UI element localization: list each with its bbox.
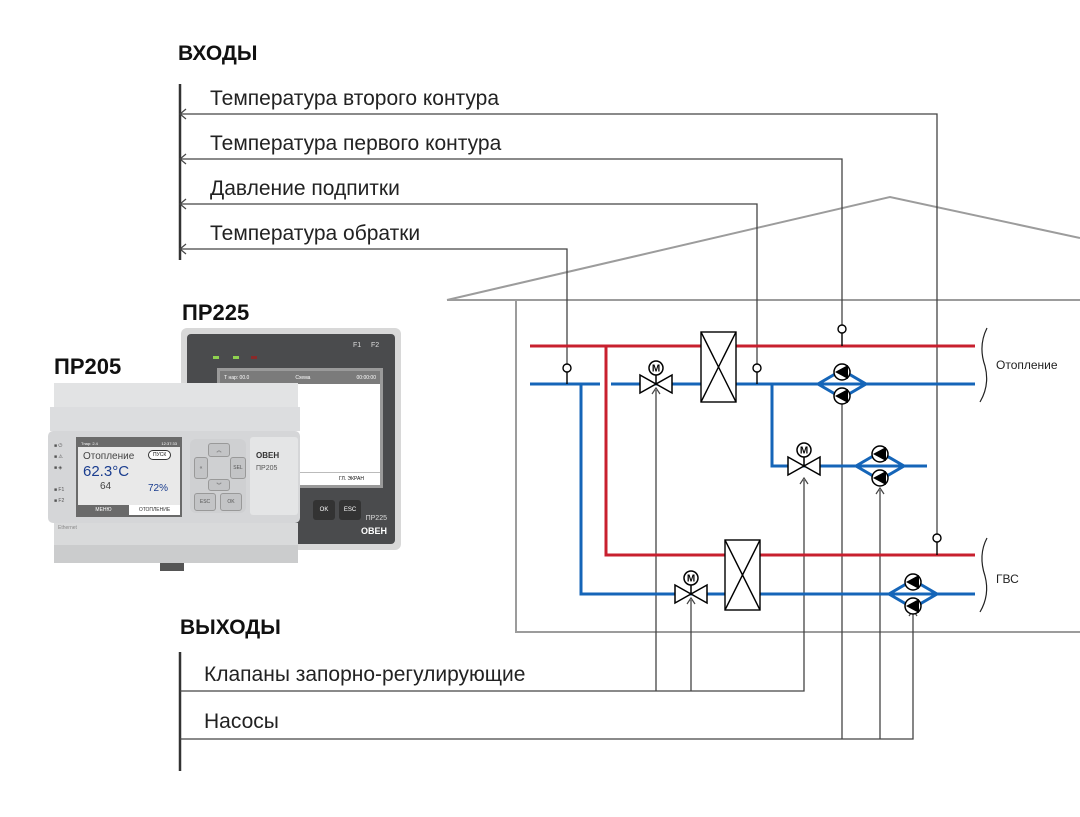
pr225-ok-button[interactable]: OK [313, 500, 335, 520]
terminal-strip-top [54, 383, 298, 408]
outputs-heading: ВЫХОДЫ [180, 616, 281, 639]
pr205-device: ■ ⏻■ ⚠■ ◈ ■ F1 ■ F2 Тнар: 2.4 12:37:33 О… [48, 383, 300, 571]
house-outline [446, 195, 1080, 633]
pr205-lcd: Тнар: 2.4 12:37:33 Отопление ПУСК 62.3°С… [76, 437, 182, 517]
signal-line-pressure [180, 203, 758, 364]
signal-line-heat-temp [180, 158, 843, 325]
screen-footer: ГЛ. ЭКРАН [339, 476, 364, 482]
screen-title: Схема [295, 374, 311, 381]
input-signal-label: Температура второго контура [210, 87, 500, 110]
signal-line-dhw-temp [180, 113, 938, 538]
lcd-temperature: 62.3°С [83, 463, 130, 480]
input-arrowheads [179, 108, 187, 255]
alarm-led [251, 356, 257, 359]
signal-line-return-temp [180, 248, 568, 364]
pr225-model-label: ПР225 [365, 515, 387, 522]
input-signal-label: Температура обратки [210, 222, 421, 245]
owen-logo: ОВЕН [360, 526, 387, 536]
left-key[interactable]: « [194, 457, 208, 479]
supply-pipes [530, 344, 975, 557]
up-key[interactable]: ︽ [208, 443, 230, 457]
pr225-title: ПР225 [182, 300, 250, 325]
lcd-setpoint: 64 [100, 481, 112, 492]
circuit-label-heating: Отопление [996, 358, 1058, 372]
f1-label: F1 [353, 342, 362, 349]
lcd-run-button: ПУСК [148, 450, 172, 460]
f2-label: F2 [371, 342, 380, 349]
ethernet-label: Ethernet [54, 523, 298, 545]
input-signal-lines [180, 113, 938, 538]
inputs-heading: ВХОДЫ [178, 42, 258, 65]
return-pipes [530, 382, 975, 596]
owen-logo: ОВЕН [256, 451, 280, 460]
heat-exchanger-heating [700, 331, 737, 403]
lcd-menu-tab: МЕНЮ [78, 505, 129, 515]
circuit-label-dhw: ГВС [996, 572, 1019, 586]
network-led [233, 356, 239, 359]
terminal-strip-bottom [54, 545, 298, 563]
down-key[interactable]: ︾ [208, 479, 230, 491]
screen-clock: 00:00:00 [356, 374, 376, 381]
pr225-esc-button[interactable]: ESC [339, 500, 361, 520]
pump-group-mix [853, 445, 907, 487]
heat-exchanger-dhw [724, 539, 761, 611]
esc-key[interactable]: ESC [194, 493, 216, 511]
pump-group-heating [815, 363, 869, 405]
output-signal-label: Клапаны запорно-регулирующие [204, 663, 526, 686]
keypad: ︽ « SEL ︾ ESC OK [190, 439, 246, 513]
lcd-outdoor-temp: Тнар: 2.4 [81, 440, 98, 446]
sel-key[interactable]: SEL [230, 457, 246, 479]
din-clip [160, 563, 184, 571]
motor-valve-mix [787, 442, 821, 476]
sensors [562, 324, 942, 555]
brace-heating [979, 327, 988, 403]
lcd-heating-tab: ОТОПЛЕНИЕ [129, 505, 180, 515]
ok-key[interactable]: OK [220, 493, 242, 511]
output-signal-label: Насосы [204, 710, 279, 733]
lcd-clock: 12:37:33 [161, 440, 177, 446]
lcd-valve-position: 72% [148, 483, 169, 494]
pr205-brand-plate: ОВЕН ПР205 [250, 437, 298, 515]
screen-outdoor-temp: Т нар: 00.0 [224, 374, 250, 381]
input-signal-label: Температура первого контура [210, 132, 502, 155]
led-column: ■ ⏻■ ⚠■ ◈ ■ F1 ■ F2 [54, 443, 65, 504]
lcd-mode: Отопление [83, 451, 135, 462]
output-signal-lines [180, 390, 914, 740]
pr205-model-label: ПР205 [256, 465, 278, 472]
power-led [213, 356, 219, 359]
pr205-title: ПР205 [54, 354, 122, 379]
input-signal-label: Давление подпитки [210, 177, 400, 200]
brace-dhw [979, 537, 988, 613]
pump-group-dhw [886, 573, 940, 615]
